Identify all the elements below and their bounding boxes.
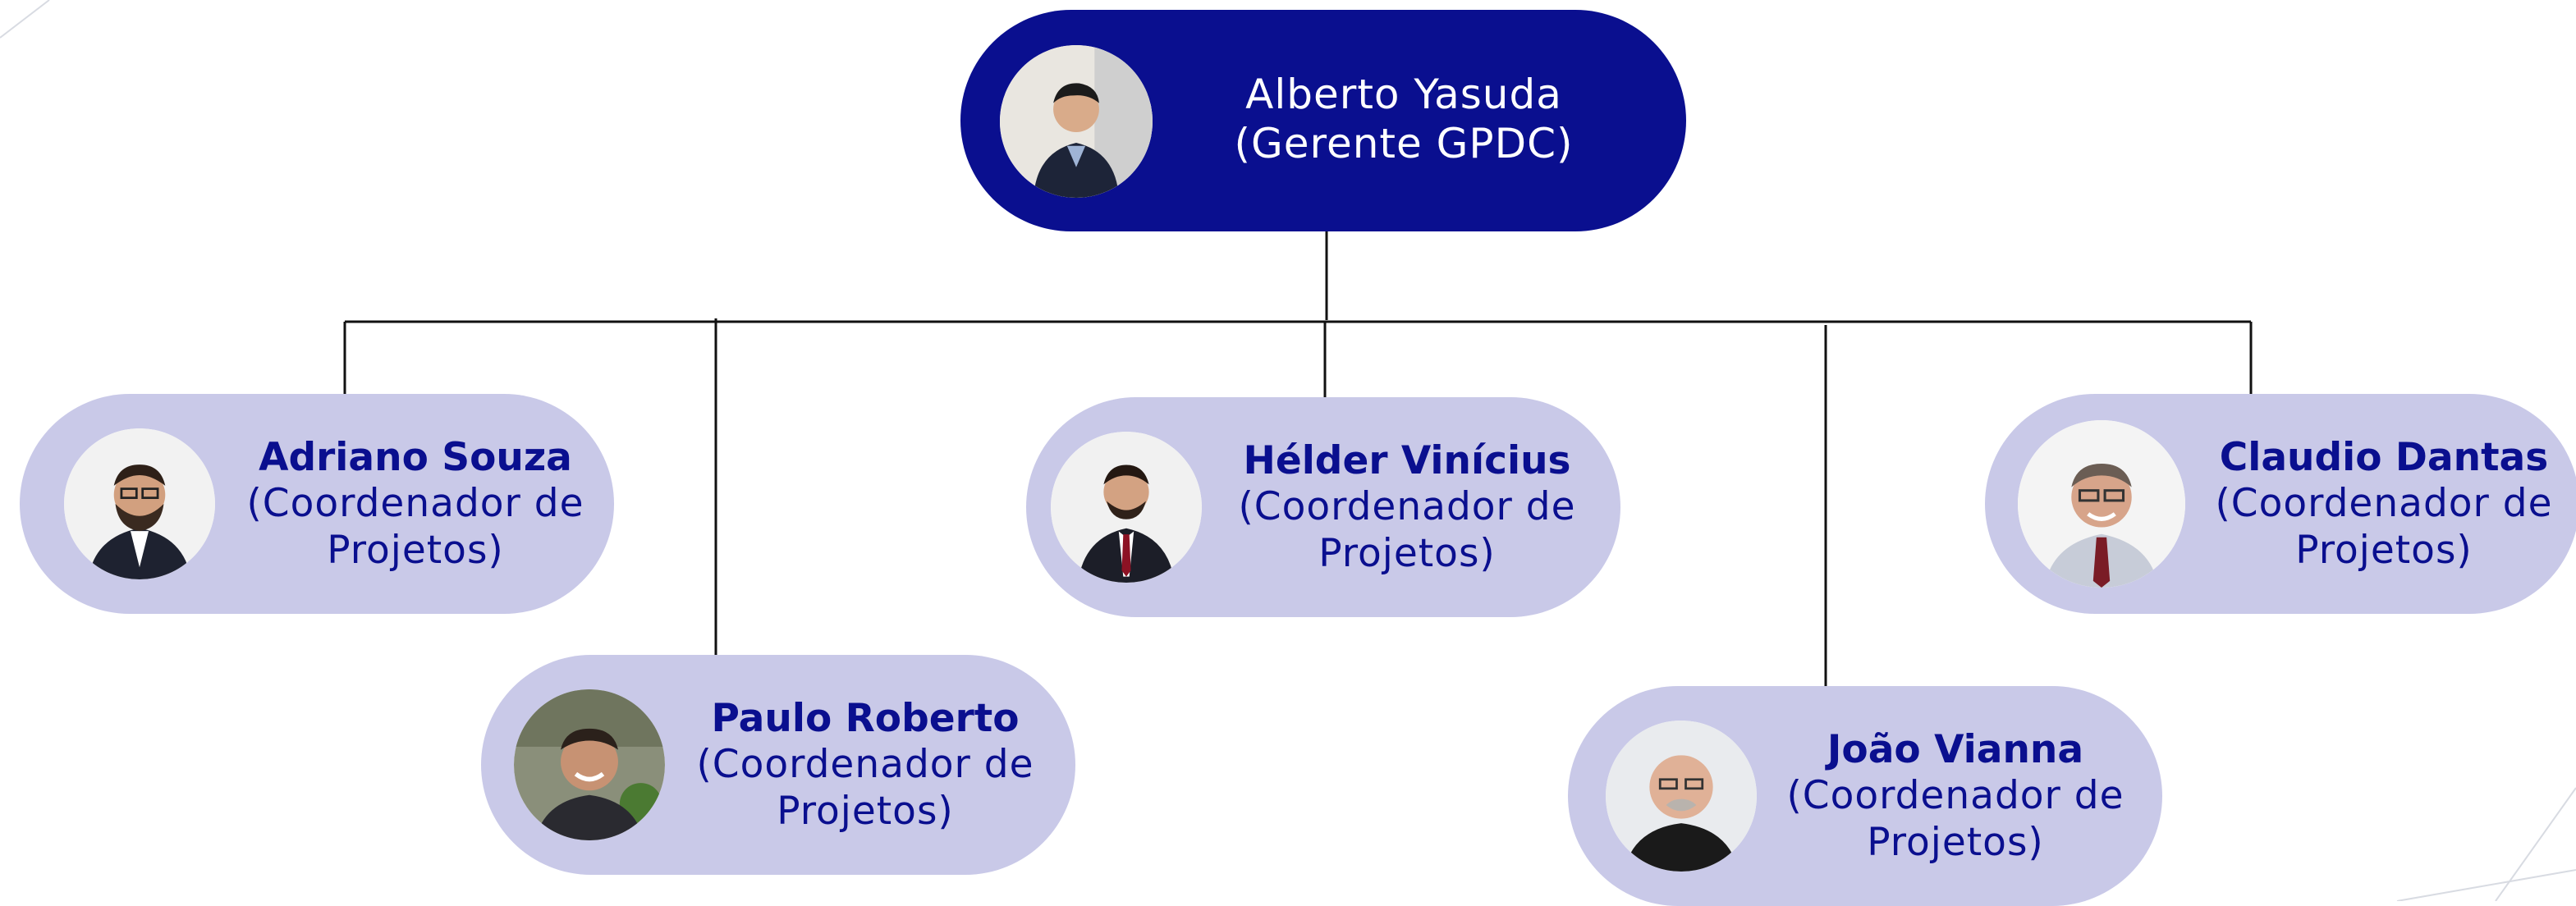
member-card-paulo: Paulo Roberto (Coordenador de Projetos): [481, 655, 1075, 875]
member-text: Adriano Souza (Coordenador de Projetos): [235, 435, 596, 574]
member-card-helder: Hélder Vinícius (Coordenador de Projetos…: [1026, 397, 1620, 617]
member-card-claudio: Claudio Dantas (Coordenador de Projetos): [1985, 394, 2576, 614]
member-role: (Coordenador de Projetos): [246, 481, 584, 573]
member-text: Paulo Roberto (Coordenador de Projetos): [685, 696, 1046, 835]
member-card-joao: João Vianna (Coordenador de Projetos): [1568, 686, 2162, 906]
member-photo: [2018, 420, 2185, 588]
member-role: (Coordenador de Projetos): [1786, 773, 2125, 865]
member-photo: [1606, 721, 1757, 872]
member-role: (Coordenador de Projetos): [1238, 484, 1576, 576]
person-photo-icon: [1000, 45, 1153, 198]
member-role: (Coordenador de Projetos): [696, 742, 1034, 834]
member-name: Claudio Dantas: [2219, 435, 2549, 480]
member-name: Paulo Roberto: [711, 696, 1020, 741]
person-photo-icon: [1051, 432, 1202, 583]
root-role: (Gerente GPDC): [1234, 120, 1574, 167]
root-name: Alberto Yasuda: [1245, 71, 1562, 118]
member-role: (Coordenador de Projetos): [2215, 481, 2553, 573]
person-photo-icon: [514, 689, 665, 840]
member-name: Adriano Souza: [259, 435, 572, 480]
root-text: Alberto Yasuda (Gerente GPDC): [1182, 70, 1625, 168]
member-card-adriano: Adriano Souza (Coordenador de Projetos): [20, 394, 614, 614]
root-card: Alberto Yasuda (Gerente GPDC): [960, 10, 1686, 231]
root-photo: [1000, 45, 1153, 198]
member-photo: [64, 428, 215, 579]
member-text: Claudio Dantas (Coordenador de Projetos): [2195, 435, 2573, 574]
person-photo-icon: [64, 428, 215, 579]
person-photo-icon: [1606, 721, 1757, 872]
member-name: João Vianna: [1827, 727, 2084, 772]
member-photo: [514, 689, 665, 840]
member-text: Hélder Vinícius (Coordenador de Projetos…: [1220, 438, 1594, 577]
member-name: Hélder Vinícius: [1243, 438, 1571, 483]
person-photo-icon: [2018, 420, 2185, 588]
member-text: João Vianna (Coordenador de Projetos): [1775, 727, 2136, 866]
member-photo: [1051, 432, 1202, 583]
